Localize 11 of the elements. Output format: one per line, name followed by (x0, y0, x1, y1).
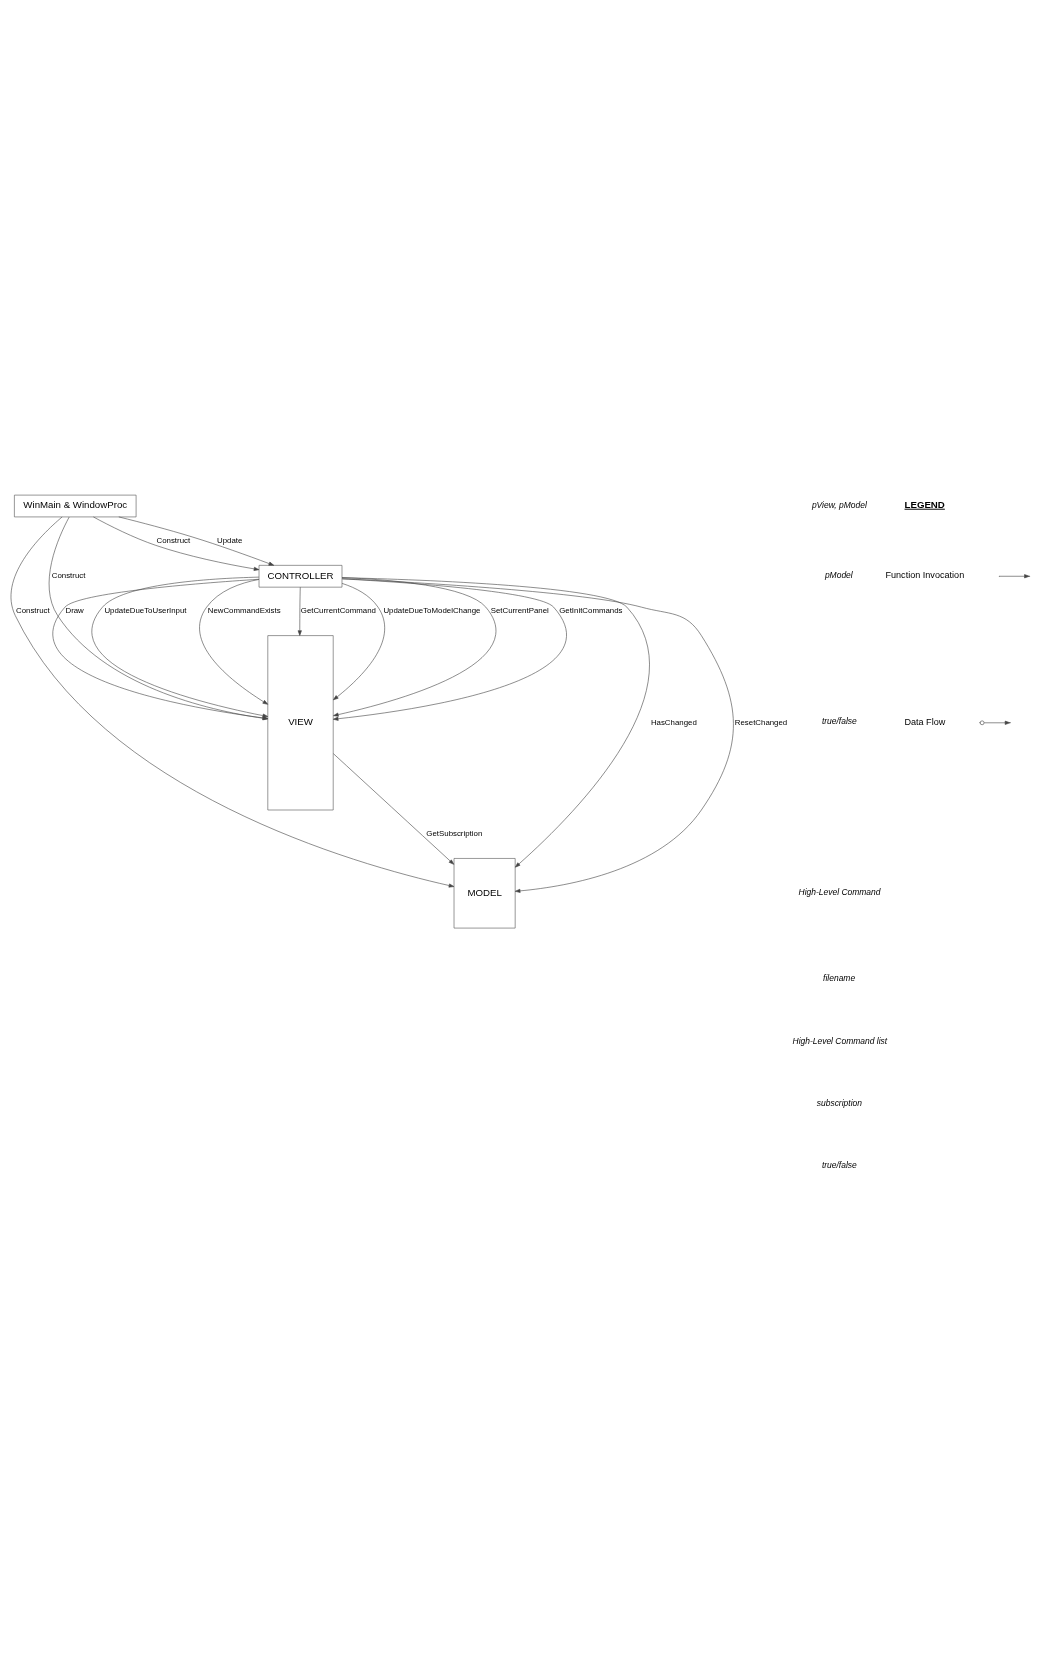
legend-label: Function Invocation (885, 570, 965, 581)
label: filename (823, 973, 856, 984)
label: true/false (821, 716, 857, 727)
label: subscription (816, 1097, 862, 1108)
label: High-Level Command (798, 886, 881, 897)
label: High-Level Command list (792, 1035, 888, 1046)
label: pView, pModel (811, 499, 867, 510)
label: pModel (824, 569, 853, 580)
label: LEGEND (904, 498, 945, 510)
legend-label: Data Flow (904, 716, 946, 727)
label: true/false (821, 1160, 857, 1171)
